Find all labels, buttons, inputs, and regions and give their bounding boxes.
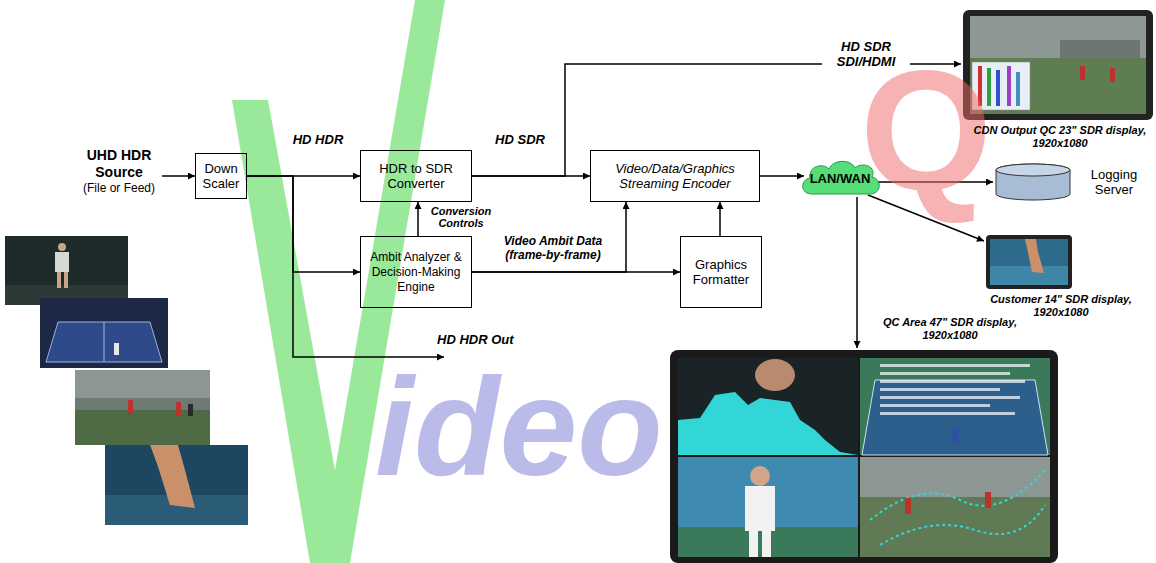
connector-arrow: [856, 197, 858, 348]
illustration-part: [1007, 66, 1011, 106]
display-caption: Customer 14" SDR display, 1920x1080: [972, 293, 1150, 319]
cylinder-shape: [995, 163, 1071, 201]
illustration-part: [990, 266, 1068, 285]
illustration-part: [880, 404, 990, 407]
node-text: Graphics Formatter: [687, 257, 755, 287]
illustration-part: [762, 531, 771, 557]
illustration-part: [678, 457, 858, 557]
illustration-part: [176, 402, 181, 416]
illustration-part: [880, 388, 1000, 391]
illustration-part: [1016, 72, 1020, 106]
node-text: Ambit Analyzer & Decision-Making Engine: [367, 250, 465, 295]
connector-arrow: [719, 202, 721, 236]
illustration-part: [150, 445, 195, 508]
network-cloud: LAN/WAN: [798, 157, 882, 199]
illustration-part: [1110, 68, 1115, 82]
database-cylinder: Logging Server: [995, 163, 1071, 201]
illustration-part: [128, 400, 133, 414]
process-box: Video/Data/Graphics Streaming Encoder: [590, 150, 760, 202]
illustration-part: [985, 492, 991, 508]
illustration-part: [749, 531, 758, 557]
cylinder-top: [996, 164, 1070, 176]
illustration-part: [745, 486, 775, 531]
illustration-part: [670, 350, 1058, 563]
illustration-part: [860, 358, 1050, 455]
illustration-part: [860, 457, 1050, 557]
node-text: LAN/WAN: [810, 171, 871, 186]
cylinder-body: [996, 164, 1070, 200]
node-text: HDR to SDR Converter: [367, 161, 465, 191]
illustration-part: [678, 358, 858, 455]
illustration-part: [970, 16, 1146, 114]
illustration-part: [58, 243, 66, 251]
node-text: Down Scaler: [202, 161, 240, 191]
illustration-part: [75, 370, 210, 445]
process-box: Ambit Analyzer & Decision-Making Engine: [360, 236, 472, 308]
connector-arrow: [472, 202, 626, 272]
output-label: HD HDR Out: [437, 332, 514, 347]
illustration-part: [905, 498, 911, 514]
illustration-part: [188, 404, 193, 416]
illustration-part: [750, 466, 770, 486]
illustration-part: [970, 58, 1146, 114]
cloud-outline: [803, 161, 880, 194]
illustration-part: [678, 392, 858, 455]
edge-label: HD SDR: [484, 132, 556, 147]
connector-arrow: [760, 175, 804, 177]
illustration-part: [880, 412, 1015, 415]
illustration-part: [55, 252, 69, 272]
node-text: (File or Feed): [83, 181, 155, 196]
illustration-part: [114, 343, 119, 355]
illustration-part: [104, 322, 105, 362]
illustration-part: [755, 359, 795, 391]
illustration-part: [986, 235, 1072, 289]
illustration-part: [880, 364, 1030, 367]
illustration-part: [990, 239, 1068, 285]
illustration-part: [5, 236, 128, 305]
edge-label: Video Ambit Data (frame-by-frame): [486, 234, 620, 262]
display-monitor: QC Area 47" SDR display, 1920x1080: [670, 350, 1058, 563]
display-caption: CDN Output QC 23" SDR display, 1920x1080: [971, 124, 1149, 150]
connector-arrow: [247, 176, 360, 272]
display-caption: QC Area 47" SDR display, 1920x1080: [864, 316, 1036, 342]
qc-monitor: [670, 350, 1058, 563]
illustration-part: [870, 470, 1045, 520]
illustration-part: [105, 445, 248, 525]
illustration-part: [57, 272, 61, 288]
edge-label: Conversion Controls: [424, 205, 498, 229]
process-box: HDR to SDR Converter: [360, 150, 472, 202]
node-text: UHD HDR Source: [76, 147, 162, 181]
source-label: UHD HDR Source(File or Feed): [76, 142, 162, 200]
illustration-part: [678, 527, 858, 557]
illustration-part: [40, 298, 168, 368]
edge-label: HD SDR SDI/HDMI: [822, 38, 910, 70]
customer-monitor: [986, 235, 1072, 289]
illustration-part: [880, 505, 1045, 545]
illustration-part: [46, 322, 162, 362]
illustration-part: [1025, 239, 1044, 273]
illustration-part: [880, 380, 1025, 383]
process-box: Graphics Formatter: [680, 236, 762, 308]
connector-arrow: [162, 175, 195, 177]
illustration-part: [880, 396, 1020, 399]
illustration-part: [1060, 40, 1140, 58]
illustration-part: [1080, 66, 1085, 80]
edge-label: HD HDR: [282, 132, 354, 147]
connector-arrow: [472, 271, 680, 273]
illustration-part: [862, 380, 1048, 455]
illustration-part: [64, 272, 68, 288]
illustration-part: [952, 428, 959, 444]
node-text: Logging Server: [1079, 167, 1149, 197]
connector-arrow: [417, 202, 419, 236]
display-monitor: CDN Output QC 23" SDR display, 1920x1080: [963, 10, 1153, 120]
node-text: Video/Data/Graphics Streaming Encoder: [597, 161, 753, 191]
illustration-part: [996, 70, 1000, 106]
watermark-text: ideo: [375, 352, 663, 502]
thumbnail-stack: [5, 236, 248, 525]
illustration-part: [880, 372, 1010, 375]
process-box: Down Scaler: [195, 153, 247, 199]
display-monitor: Customer 14" SDR display, 1920x1080: [986, 235, 1072, 289]
